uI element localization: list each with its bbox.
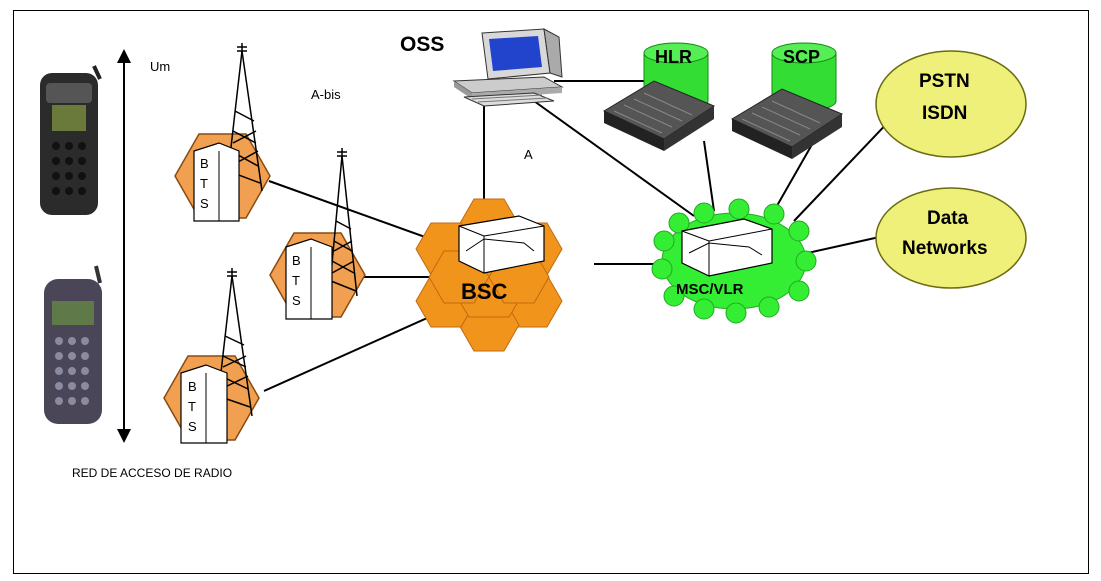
bts-letter: T — [188, 399, 196, 414]
isdn-label: ISDN — [922, 103, 968, 124]
hlr-label: HLR — [655, 47, 692, 67]
diagram-frame: Um A-bis A OSS HLR SCP BSC MSC/VLR PSTN … — [13, 10, 1089, 574]
scp-database — [730, 42, 844, 159]
msc-switch-box — [681, 218, 773, 277]
pstn-isdn-cloud — [875, 50, 1027, 158]
bts-letter: T — [292, 273, 300, 288]
networks-label: Networks — [902, 238, 988, 259]
um-interface-label: Um — [150, 59, 171, 74]
pstn-label: PSTN — [919, 71, 970, 92]
bts-station — [269, 148, 366, 320]
mobile-phone-icon — [44, 265, 102, 424]
bts-letter: S — [188, 419, 197, 434]
bts-letter: T — [200, 176, 208, 191]
bts-letter: S — [200, 196, 209, 211]
oss-computer-icon — [452, 28, 564, 107]
scp-label: SCP — [783, 47, 821, 67]
bts-letter: B — [292, 253, 301, 268]
hlr-database — [602, 42, 716, 151]
bts-letter: S — [292, 293, 301, 308]
a-interface-label: A — [524, 147, 533, 162]
data-label: Data — [927, 208, 969, 229]
range-arrow — [117, 49, 131, 443]
bsc-switch-box — [458, 215, 545, 274]
abis-interface-label: A-bis — [311, 87, 341, 102]
network-diagram — [40, 28, 1027, 444]
bts-letter: B — [200, 156, 209, 171]
msc-vlr-label: MSC/VLR — [676, 281, 744, 298]
mobile-phone-icon — [40, 65, 102, 215]
radio-access-network-label: RED DE ACCESO DE RADIO — [72, 466, 233, 480]
bts-letter: B — [188, 379, 197, 394]
oss-label: OSS — [400, 33, 445, 56]
bts-station — [174, 43, 271, 222]
bts-station — [163, 268, 260, 444]
bsc-label: BSC — [461, 279, 508, 304]
data-networks-cloud — [875, 187, 1027, 289]
